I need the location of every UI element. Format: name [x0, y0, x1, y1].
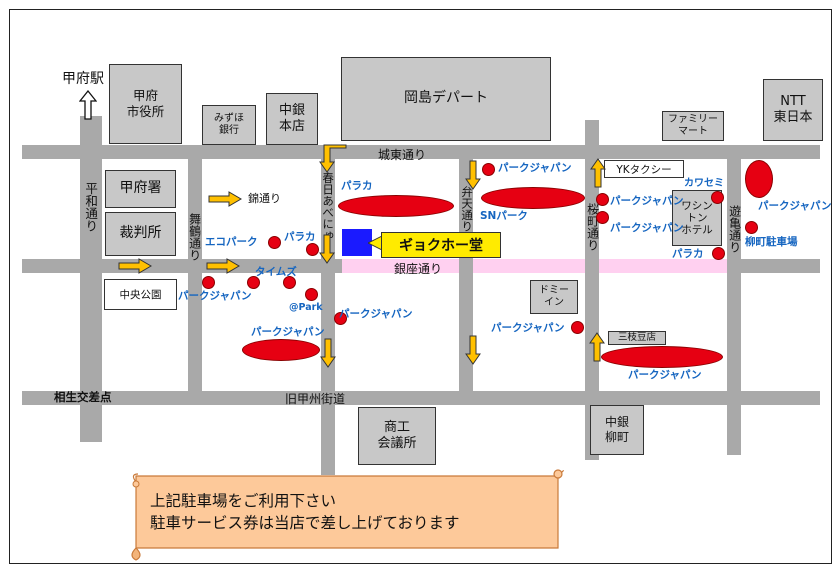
building-yk-taxi: YKタクシー [604, 160, 684, 178]
label-park-japan-2: パークジャパン [610, 195, 684, 207]
building-kofusho: 甲府署 [105, 170, 176, 208]
parking-dot-times [247, 276, 260, 289]
one-way-right-arrow-icon [118, 258, 152, 274]
building-chuo-koen: 中央公園 [104, 279, 177, 310]
building-mitsubamame: 三枝豆店 [608, 331, 666, 345]
building-ntt: NTT 東日本 [763, 79, 823, 141]
map-frame [9, 9, 832, 564]
notice-line-1: 上記駐車場をご利用下さい [150, 492, 337, 510]
building-chugin-honten: 中銀 本店 [266, 93, 318, 145]
building-family-mart: ファミリー マート [662, 111, 724, 141]
label-eco-park: エコパーク [205, 236, 258, 248]
one-way-down-arrow-icon [319, 234, 335, 264]
road-ginza-dori [342, 259, 728, 273]
building-kofu-shiyakusho: 甲府 市役所 [109, 64, 182, 144]
label-paraca-1: パラカ [341, 180, 373, 192]
parking-dot-at-park-2 [305, 288, 318, 301]
road-maizuru-dori [188, 145, 202, 405]
notice-scroll [131, 469, 564, 561]
one-way-up-arrow-icon [590, 158, 606, 188]
parking-area-park-japan-se [601, 346, 723, 368]
building-saibansho: 裁判所 [105, 212, 176, 256]
parking-dot-kawasemi [711, 191, 724, 204]
label-kasuga-abenyu: 春日あべにゅ [321, 172, 336, 241]
callout-pointer-icon [368, 234, 384, 252]
parking-dot-park-japan-7 [334, 312, 347, 325]
building-mizuho-bank: みずほ 銀行 [202, 105, 256, 145]
parking-dot-park-japan-3 [596, 211, 609, 224]
parking-dot-at-park-1 [283, 276, 296, 289]
label-ginza-dori: 銀座通り [394, 262, 443, 276]
parking-dot-paraca-1 [306, 243, 319, 256]
label-kofu-station: 甲府駅 [62, 71, 104, 87]
building-okajima-depart: 岡島デパート [341, 57, 551, 141]
road-ginza-east [728, 259, 820, 273]
road-yugame-dori [727, 145, 741, 455]
label-heiwa-dori: 平和通り [83, 182, 99, 232]
store-marker [342, 229, 372, 256]
parking-area-sn-park [481, 187, 585, 209]
label-joto-dori: 城東通り [378, 148, 427, 162]
parking-dot-eco-park [268, 236, 281, 249]
label-park-japan-8: パークジャパン [491, 322, 565, 334]
notice-line-2: 駐車サービス券は当店で差し上げております [150, 514, 460, 532]
label-park-japan-4: パークジャパン [758, 200, 832, 212]
parking-dot-park-japan-2 [596, 193, 609, 206]
label-park-japan-3: パークジャパン [610, 222, 684, 234]
road-ginza-west [22, 259, 342, 273]
building-chugin-yanagimachi: 中銀 柳町 [590, 405, 644, 455]
label-park-japan-7: パークジャパン [339, 308, 413, 320]
label-kawasemi: カワセミ [684, 178, 724, 189]
parking-dot-yanagimachi [745, 221, 758, 234]
label-park-japan-6: パークジャパン [251, 326, 325, 338]
label-benten-dori: 弁天通り [460, 186, 475, 232]
building-washington-hotel: ワシン トン ホテル [672, 190, 722, 246]
label-nishiki-dori: 錦通り [248, 192, 281, 205]
label-aioi-kosaten: 相生交差点 [54, 390, 112, 404]
one-way-down-arrow-icon [320, 338, 336, 368]
parking-area-park-japan-sw [242, 339, 320, 361]
road-heiwa-dori [80, 116, 102, 442]
road-sakuramachi-dori [585, 120, 599, 460]
label-sakuramachi-dori: 桜町通り [585, 203, 600, 251]
one-way-up-arrow-icon [589, 332, 605, 362]
store-callout: ギョクホー堂 [381, 232, 501, 258]
one-way-down-arrow-icon [465, 160, 481, 190]
label-kyu-koshu-kaido: 旧甲州街道 [285, 392, 346, 406]
parking-dot-park-japan-5 [202, 276, 215, 289]
building-dormy-inn: ドミー イン [530, 280, 578, 314]
parking-dot-park-japan-8 [571, 321, 584, 334]
notice-text: 上記駐車場をご利用下さい 駐車サービス券は当店で差し上げております [150, 490, 460, 534]
label-yanagimachi-chushajo: 柳町駐車場 [745, 236, 798, 248]
label-times: タイムズ [255, 266, 297, 278]
label-paraca-2: パラカ [284, 231, 316, 243]
label-park-japan-1: パークジャパン [498, 162, 572, 174]
road-kyu-koshu-kaido [22, 391, 820, 405]
label-yugame-dori: 遊亀通り [727, 205, 742, 253]
one-way-right-arrow-icon [208, 191, 242, 207]
label-sn-park: SNパーク [480, 210, 528, 222]
parking-dot-paraca-2 [712, 247, 725, 260]
building-shoko-kaigisho: 商工 会議所 [358, 407, 436, 465]
station-up-arrow-icon [79, 90, 97, 120]
parking-dot-park-japan-1 [482, 163, 495, 176]
label-maizuru-dori: 舞鶴通り [187, 213, 202, 261]
road-joto-dori [22, 145, 820, 159]
label-park-japan-9: パークジャパン [628, 369, 702, 381]
label-paraca-3: パラカ [672, 248, 704, 260]
one-way-turn-arrow-icon [319, 144, 347, 173]
road-kasuga-abenyu [321, 145, 335, 475]
parking-area-park-japan-ne [745, 160, 773, 198]
label-at-park: @Park [289, 302, 323, 313]
one-way-right-arrow-icon [206, 258, 240, 274]
one-way-down-arrow-icon [465, 335, 481, 365]
parking-area-paraca [338, 195, 454, 217]
label-park-japan-5: パークジャパン [178, 290, 252, 302]
